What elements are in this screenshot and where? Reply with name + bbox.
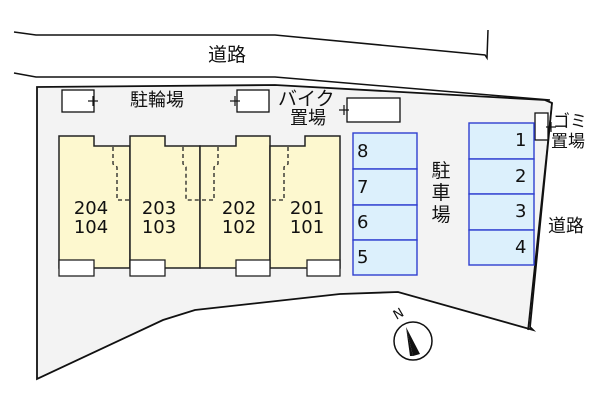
garbage-label-2: 置場 [551,132,585,152]
bicycle-parking-label: 駐輪場 [130,90,184,111]
unit-label: 202 102 [221,198,257,238]
road-label-east: 道路 [548,216,584,237]
parking-slot-label: 7 [357,177,369,198]
parking-slot-label: 3 [515,201,527,222]
motorbike-parking-label-1: バイク [278,88,335,110]
parking-slot-label: 4 [515,237,527,258]
road-label-north: 道路 [208,44,247,66]
motorbike-shed [346,97,401,123]
road-edge-east [527,102,553,331]
parking-slot-label: 5 [357,247,369,268]
garbage-label-1: ゴミ [553,112,587,132]
bicycle-shed-right [236,89,270,113]
compass-icon [393,321,433,361]
unit-label: 201 101 [289,198,325,238]
unit-label: 203 103 [141,198,177,238]
parking-left-block [352,132,418,276]
road-edge-north-top [13,29,489,61]
parking-slot-label: 1 [515,130,527,151]
unit-label: 204 104 [73,198,109,238]
parking-slot-label: 6 [357,212,369,233]
motorbike-parking-label-2: 置場 [290,108,326,129]
parking-right-block [468,122,535,266]
road-edge-north-bottom [13,72,551,101]
parking-slot-label: 2 [515,166,527,187]
building [58,135,341,269]
parking-slot-label: 8 [357,141,369,162]
car-parking-label: 駐 車 場 [431,160,451,226]
